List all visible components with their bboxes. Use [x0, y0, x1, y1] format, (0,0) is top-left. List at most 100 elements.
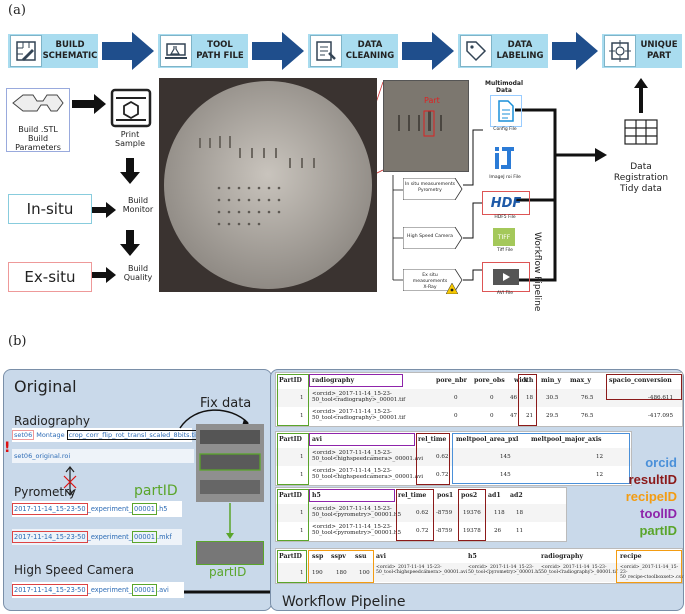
registration-label: Data Registration Tidy data: [607, 162, 675, 195]
pyrometry-file-2: 2017-11-14_15-23-50 _experiment_ 00001 .…: [12, 529, 182, 545]
part-icon: [604, 35, 636, 67]
stage-label: PART: [647, 51, 671, 61]
stage-label: PATH FILE: [196, 51, 244, 61]
header-pos1: pos1: [437, 492, 454, 499]
insitu-box: In-situ: [8, 194, 92, 224]
cell: <orcid>_2017-11-14_15-23-50_tool<pyromet…: [312, 524, 402, 536]
original-title: Original: [14, 377, 77, 396]
arrow-down-2: [120, 230, 140, 256]
build-monitor-label: Build Monitor: [118, 196, 158, 214]
partid-highlight: [277, 550, 307, 583]
recipeid-highlight: [308, 550, 374, 583]
radiography-table: PartID radiography pore_nbr pore_obs wid…: [275, 372, 683, 427]
legend-toolid: toolID: [640, 506, 677, 521]
header-partid: PartID: [279, 553, 302, 560]
sample-label: Sample: [115, 139, 145, 148]
arrow-exsitu: [92, 267, 116, 283]
panel-b-label: (b): [8, 334, 27, 349]
cell: 118: [494, 510, 505, 516]
flow-arrow: [102, 32, 154, 70]
hsc-id: 00001: [132, 584, 157, 596]
rad-prefix: set06: [12, 430, 35, 440]
partid-highlight: [277, 433, 309, 485]
cell: 1: [300, 454, 304, 460]
header-sspv: sspv: [331, 553, 346, 560]
header-pore-nbr: pore_nbr: [436, 377, 467, 384]
arrow-insitu: [92, 202, 116, 218]
table-row: 1 <orcid>_2017-11-14_15-23-50_tool<radio…: [276, 407, 682, 425]
imagej-icon: [490, 143, 520, 173]
pyro-date: 2017-11-14_15-23-50: [12, 531, 88, 543]
measurement-label: High Speed Camera: [407, 234, 453, 239]
header-h5: h5: [468, 553, 477, 560]
registration-text: Registration: [613, 173, 669, 183]
cell: -486.611: [648, 395, 674, 401]
cell: 19378: [463, 528, 481, 534]
cell: 1: [300, 413, 304, 419]
header-rel-time: rel_time: [398, 492, 427, 499]
flask-laptop-icon: [160, 35, 192, 67]
resultid-highlight: [458, 489, 486, 541]
cell: 1: [300, 510, 304, 516]
file-label: Config File: [493, 127, 517, 132]
stl-part-icon: [12, 94, 64, 112]
zoom-inset: Part: [383, 80, 469, 172]
cell: <orcid>_2017-11-14_15-23-50_tool<pyromet…: [468, 565, 542, 575]
radiation-icon: [445, 279, 459, 298]
exsitu-box: Ex-situ: [8, 262, 92, 292]
header-ad1: ad1: [488, 492, 501, 499]
cell: 19376: [463, 510, 481, 516]
cell: 12: [596, 472, 604, 478]
tiff-icon: TIFF: [493, 228, 515, 246]
flow-arrow: [252, 32, 304, 70]
resultid-highlight: [606, 374, 682, 400]
cell: <orcid>_2017-11-14_15-23-50_tool<highspe…: [312, 450, 424, 462]
data-cleaning-icon: [310, 35, 342, 67]
partid-green-label: partID: [134, 483, 178, 499]
measurement-sublabel: X-Ray: [423, 285, 437, 290]
cell: 0: [454, 395, 458, 401]
cell: -8759: [436, 528, 453, 534]
stage-label: BUILD: [55, 40, 85, 50]
cell: 30.5: [546, 395, 559, 401]
cell: 1: [300, 472, 304, 478]
measurement-sublabel: Pyrometry: [418, 188, 442, 193]
cell: 145: [500, 472, 511, 478]
tidy-text: Tidy data: [620, 184, 662, 194]
header-partid: PartID: [279, 377, 302, 384]
pyrometry-table: PartID h5 rel_time pos1 pos2 ad1 ad2 1 <…: [275, 487, 567, 542]
pyro-ext: .mkf: [157, 533, 172, 541]
partid-below-label: partID: [209, 565, 247, 579]
table-row: 1 190 180 100 <orcid>_2017-11-14_15-23-5…: [276, 563, 684, 582]
partid-highlight: [277, 489, 309, 541]
cell: 0.72: [416, 528, 429, 534]
legend-resultid: resultID: [628, 472, 677, 487]
header-h5: h5: [312, 492, 321, 499]
cell: 0: [490, 395, 494, 401]
header-rel-time: rel_time: [418, 436, 447, 443]
stage-label: SCHEMATIC: [42, 51, 98, 61]
cell: 47: [510, 413, 518, 419]
header-max-y: max_y: [570, 377, 591, 384]
tag-icon: [460, 35, 492, 67]
cell: 29.5: [546, 413, 559, 419]
stl-box: Build .STL Build Parameters: [6, 88, 70, 152]
hsc-title: High Speed Camera: [14, 563, 134, 577]
panel-a-connectors: [72, 32, 658, 283]
ruler-pencil-icon: [10, 35, 42, 67]
table-row: 1 <orcid>_2017-11-14_15-23-50_tool<radio…: [276, 389, 682, 407]
file-label: HDF5 File: [494, 215, 516, 220]
toolid-highlight: [309, 433, 415, 446]
cell: 11: [516, 528, 524, 534]
cell: 26: [494, 528, 502, 534]
multimodal-title: Multimodal Data: [485, 80, 523, 94]
cell: -417.095: [648, 413, 674, 419]
cell: <orcid>_2017-11-14_15-23-50_tool<highspe…: [376, 565, 468, 575]
build-plate-photo: [159, 78, 377, 292]
pyro-date: 2017-11-14_15-23-50: [12, 503, 88, 515]
quality-label: Quality: [123, 273, 153, 282]
pyrometry-title: Pyrometry: [14, 485, 77, 499]
